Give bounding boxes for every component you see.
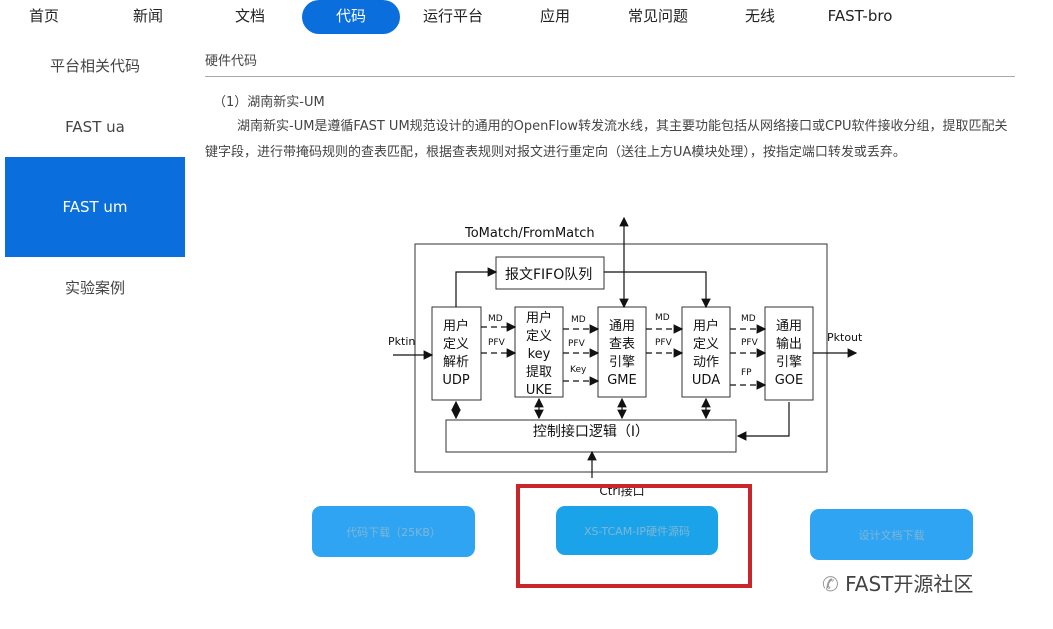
svg-text:MD: MD	[655, 313, 670, 323]
sidebar-item-fast-ua[interactable]: FAST ua	[65, 118, 125, 136]
svg-text:PFV: PFV	[741, 338, 759, 348]
svg-text:动作: 动作	[693, 355, 719, 370]
sidebar-item-fast-um[interactable]: FAST um	[5, 157, 185, 257]
sidebar-item-platform-code[interactable]: 平台相关代码	[49, 57, 140, 75]
nav-home[interactable]: 首页	[28, 7, 59, 25]
svg-text:UKE: UKE	[526, 383, 552, 398]
divider	[205, 76, 1015, 77]
svg-text:用户: 用户	[693, 318, 719, 334]
svg-text:定义: 定义	[443, 337, 469, 352]
highlight-box	[516, 484, 752, 588]
nav-wireless[interactable]: 无线	[744, 7, 775, 25]
svg-text:解析: 解析	[443, 355, 469, 370]
breadcrumb: 硬件代码	[205, 54, 258, 69]
tomatch-label: ToMatch/FromMatch	[464, 226, 595, 241]
svg-text:UDA: UDA	[692, 373, 720, 388]
svg-text:PFV: PFV	[655, 338, 673, 348]
svg-text:引擎: 引擎	[609, 355, 635, 370]
tcam-source-button[interactable]: XS-TCAM-IP硬件源码	[556, 506, 718, 555]
section-title: （1）湖南新实-UM	[213, 95, 325, 110]
description: 湖南新实-UM是遵循FAST UM规范设计的通用的OpenFlow转发流水线，其…	[205, 119, 1008, 160]
nav-apps[interactable]: 应用	[539, 7, 570, 25]
top-nav: 首页 新闻 文档 代码 运行平台 应用 常见问题 无线 FAST-bro	[0, 0, 1053, 34]
svg-text:GME: GME	[607, 373, 637, 388]
nav-news[interactable]: 新闻	[132, 7, 163, 25]
design-doc-button[interactable]: 设计文档下载	[810, 509, 973, 560]
svg-text:通用: 通用	[776, 319, 802, 334]
svg-text:查表: 查表	[609, 337, 635, 352]
nav-platform[interactable]: 运行平台	[422, 7, 483, 25]
svg-text:输出: 输出	[776, 336, 802, 352]
svg-text:提取: 提取	[526, 364, 552, 380]
svg-text:MD: MD	[571, 315, 586, 325]
svg-text:MD: MD	[488, 314, 503, 324]
download-code-button[interactable]: 代码下载（25KB）	[312, 506, 475, 557]
sidebar: 平台相关代码 FAST ua FAST um 实验案例	[5, 40, 185, 337]
svg-text:定义: 定义	[693, 337, 719, 352]
nav-faq[interactable]: 常见问题	[627, 7, 688, 25]
svg-text:用户: 用户	[443, 318, 469, 334]
svg-text:通用: 通用	[609, 319, 635, 334]
svg-text:key: key	[528, 347, 551, 362]
sidebar-item-experiments[interactable]: 实验案例	[64, 279, 125, 297]
pktin-label: Pktin	[388, 335, 415, 348]
svg-text:用户: 用户	[526, 310, 552, 326]
svg-text:PFV: PFV	[488, 338, 506, 348]
nav-fast-bro[interactable]: FAST-bro	[827, 7, 893, 25]
nav-docs[interactable]: 文档	[234, 7, 265, 25]
svg-text:MD: MD	[741, 314, 756, 324]
svg-text:PFV: PFV	[568, 339, 586, 349]
control-label: 控制接口逻辑（I）	[533, 423, 649, 440]
pktout-label: Pktout	[827, 331, 863, 344]
svg-text:FP: FP	[741, 368, 752, 378]
nav-code[interactable]: 代码	[302, 0, 400, 34]
svg-text:GOE: GOE	[775, 373, 804, 388]
fifo-label: 报文FIFO队列	[505, 267, 592, 283]
svg-text:引擎: 引擎	[776, 355, 802, 370]
svg-text:UDP: UDP	[442, 373, 470, 388]
svg-text:Key: Key	[570, 365, 587, 375]
wechat-icon: ✆	[822, 572, 846, 596]
watermark: ✆ FAST开源社区	[822, 572, 974, 596]
svg-text:定义: 定义	[526, 329, 552, 344]
